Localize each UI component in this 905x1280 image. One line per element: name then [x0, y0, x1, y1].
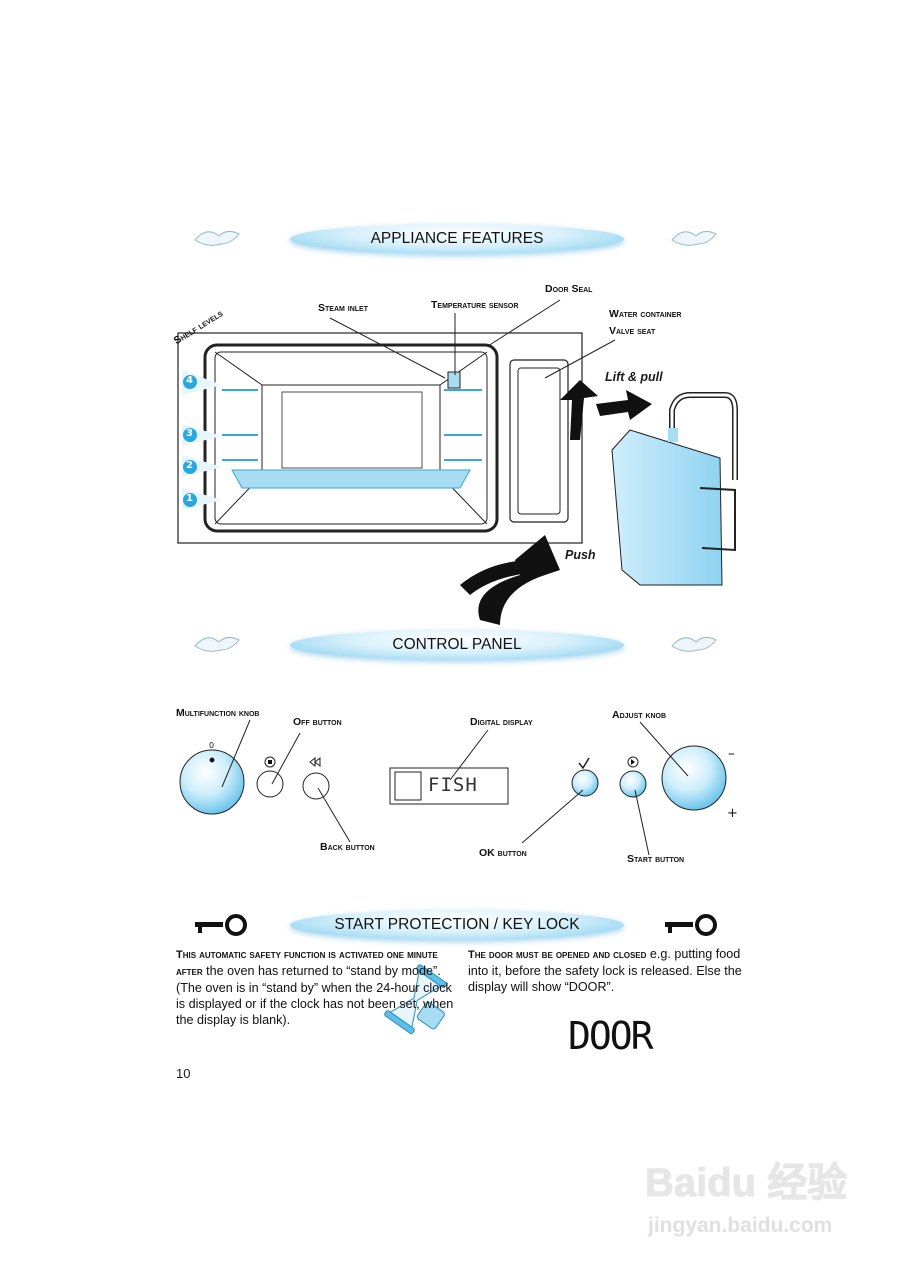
label-valve-seat: Valve seat [609, 325, 656, 337]
section-title-appliance-features: APPLIANCE FEATURES [290, 224, 624, 254]
display-text: FISH [428, 774, 478, 796]
label-temperature-sensor: Temperature sensor [431, 299, 519, 311]
label-off-button: Off button [293, 716, 342, 728]
key-icon [195, 914, 717, 936]
shelf-number-1: 1 [186, 493, 193, 504]
page-number: 10 [176, 1066, 191, 1081]
ok-button [571, 769, 599, 797]
label-lift-pull: Lift & pull [605, 370, 663, 384]
back-button [302, 772, 330, 800]
shelf-level-badges [182, 370, 222, 510]
label-door-seal: Door Seal [545, 283, 593, 295]
label-ok-button: OK button [479, 847, 527, 859]
knob-zero-mark: 0 [209, 741, 215, 750]
label-steam-inlet: Steam inlet [318, 302, 368, 314]
shelf-number-4: 4 [186, 375, 193, 386]
baidu-watermark: Baidu 经验 [645, 1161, 848, 1205]
label-digital-display: Digital display [470, 716, 533, 728]
right-body: e.g. putting food into it, before the sa… [468, 947, 742, 994]
left-body: the oven has returned to “stand by mode”… [176, 964, 454, 1027]
plus-sign: + [727, 806, 738, 821]
label-back-button: Back button [320, 841, 375, 853]
label-water-container: Water container [609, 308, 682, 320]
shelf-number-2: 2 [186, 460, 193, 471]
section-title-key-lock: START PROTECTION / KEY LOCK [290, 910, 624, 940]
section-title-control-panel: CONTROL PANEL [290, 630, 624, 660]
arrow-icons [460, 380, 652, 625]
minus-sign: – [728, 746, 735, 762]
hourglass-lock-icon [384, 964, 447, 1035]
oven-illustration [177, 299, 616, 544]
right-lead: The door must be opened and closed [468, 949, 647, 961]
control-panel-illustration [179, 719, 727, 856]
water-container-illustration [611, 392, 738, 586]
bird-icon [194, 230, 717, 652]
label-multifunction-knob: Multifunction knob [176, 707, 260, 719]
multifunction-knob [179, 749, 245, 815]
key-lock-right-paragraph: The door must be opened and closed e.g. … [468, 946, 753, 995]
door-display: DOOR [568, 1014, 654, 1058]
key-lock-left-paragraph: This automatic safety function is activa… [176, 946, 461, 1028]
label-start-button: Start button [627, 853, 685, 865]
left-lead: This automatic safety function is activa… [176, 949, 438, 978]
adjust-knob [661, 745, 727, 811]
off-button [256, 770, 284, 798]
baidu-watermark-url: jingyan.baidu.com [648, 1214, 833, 1237]
label-push: Push [565, 548, 596, 562]
label-adjust-knob: Adjust knob [612, 709, 667, 721]
shelf-number-3: 3 [186, 428, 193, 439]
start-button [619, 770, 647, 798]
